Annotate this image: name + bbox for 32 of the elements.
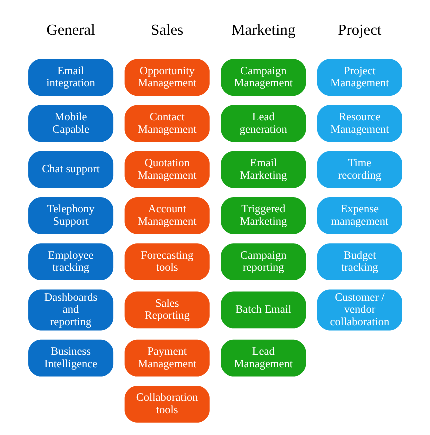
node-box: Lead generation [220, 104, 306, 142]
label: Sales [150, 22, 184, 39]
node-box: Payment Management [124, 339, 210, 376]
node-box: Collaboration tools [124, 386, 210, 422]
node-box: Project Management [316, 58, 402, 96]
node-box: Budget tracking [316, 243, 402, 280]
node-box: Chat support [28, 150, 114, 188]
node-box: Resource Management [316, 104, 402, 142]
node-box: Batch Email [220, 291, 306, 328]
node-box: Expense management [316, 197, 402, 234]
node-box: Triggered Marketing [220, 197, 306, 234]
node-box: Employee tracking [28, 243, 114, 280]
node-box: Quotation Management [124, 150, 210, 188]
node-box: Opportunity Management [124, 58, 210, 96]
node-box: Mobile Capable [28, 104, 114, 142]
node-box: Lead Management [220, 339, 306, 376]
node-box: Telephony Support [28, 197, 114, 234]
label: General [46, 22, 95, 39]
node-box: Campaign Management [220, 58, 306, 96]
node-box: Email Marketing [220, 150, 306, 188]
node-box: Email integration [28, 58, 114, 96]
node-box: Sales Reporting [124, 291, 210, 328]
label: Marketing [231, 22, 296, 39]
node-box: Time recording [316, 150, 402, 188]
node-box: Dashboards and reporting [28, 289, 114, 330]
node-box: Contact Management [124, 104, 210, 142]
node-box: Campaign reporting [220, 243, 306, 280]
label: Project [338, 22, 382, 39]
node-box: Customer / vendor collaboration [316, 289, 402, 330]
node-box: Account Management [124, 197, 210, 234]
node-box: Business Intelligence [28, 339, 114, 376]
node-box: Forecasting tools [124, 243, 210, 280]
